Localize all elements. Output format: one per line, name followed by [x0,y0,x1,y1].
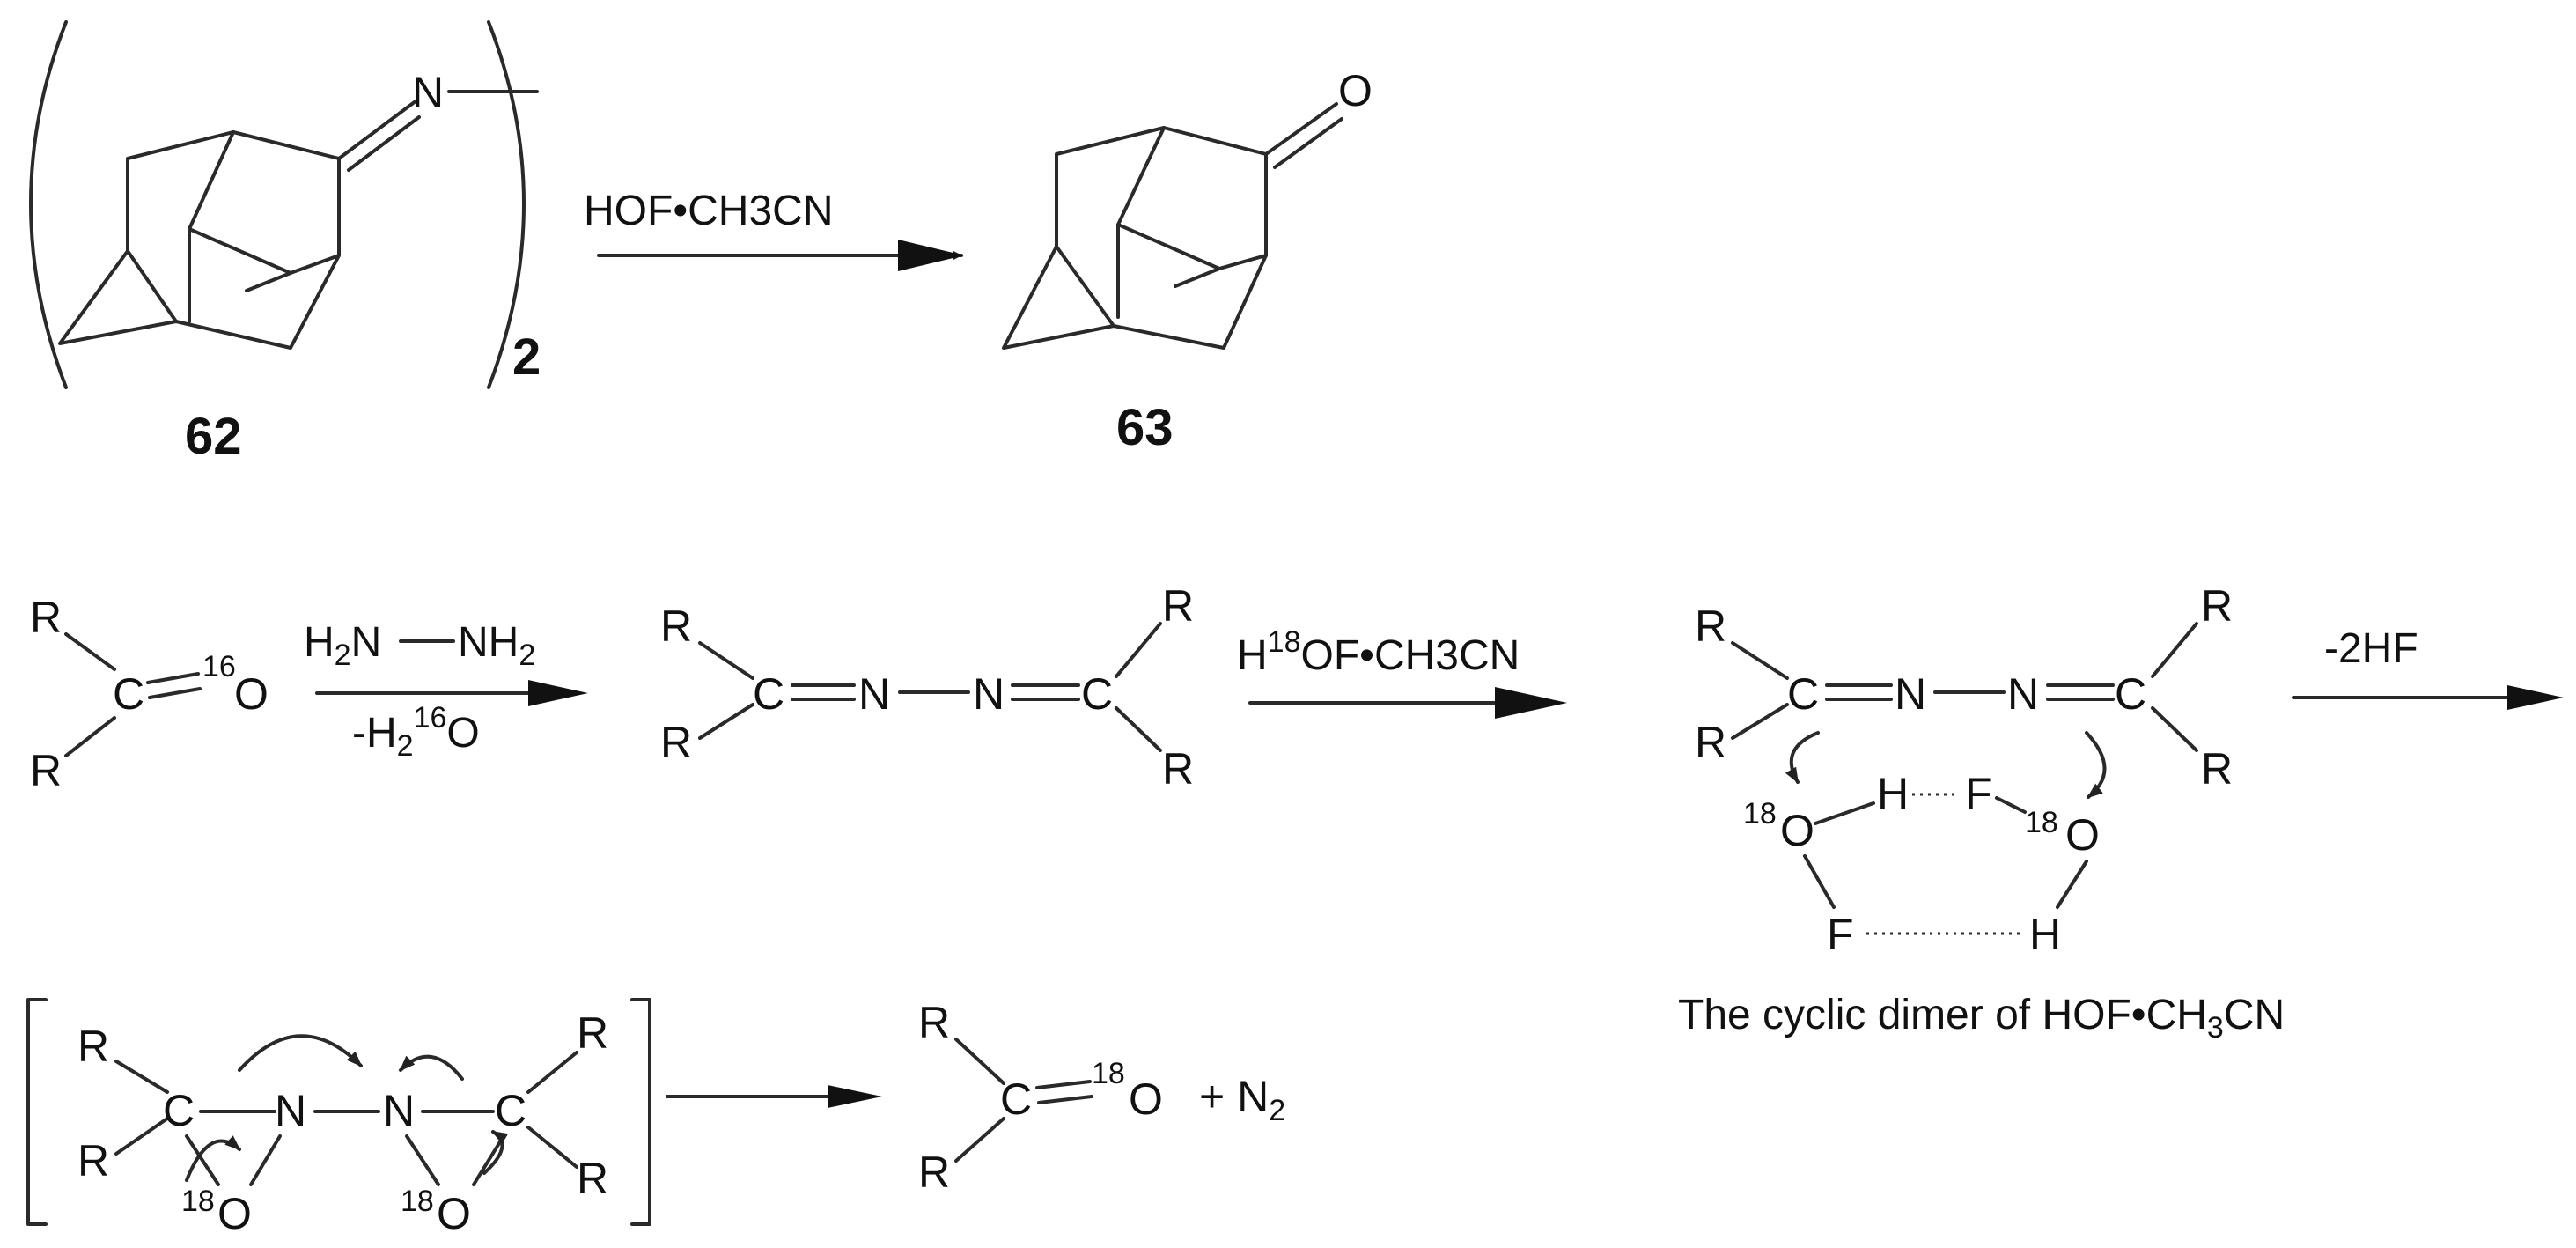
svg-text:C: C [753,669,784,719]
reaction-arrow-h18of: H18OF•CH3CN [1237,625,1567,719]
svg-text:R: R [77,1022,109,1071]
svg-text:R: R [2201,744,2233,794]
svg-text:C: C [163,1086,195,1135]
svg-text:R: R [1162,744,1194,794]
curved-arrow-right [2085,731,2107,799]
reaction-arrow-1: HOF•CH3CN [584,188,964,271]
svg-text:C: C [1787,669,1819,719]
svg-text:-2HF: -2HF [2324,625,2418,672]
labeled-ketone-product: R R C 18 O + N2 [918,998,1285,1197]
reaction-arrow-hf-loss: -2HF [2292,625,2564,710]
carbonyl-double-bond-b [1273,117,1343,169]
carbonyl-double-bond-a [1264,102,1338,156]
svg-text:O: O [437,1189,471,1238]
adamantane-skeleton [58,130,341,350]
svg-text:C: C [113,669,144,719]
svg-text:R: R [918,1148,950,1197]
svg-text:R: R [77,1136,109,1185]
svg-text:18: 18 [1092,1057,1125,1090]
svg-text:R: R [660,602,692,651]
imine-double-bond-b [347,115,421,172]
svg-text:R: R [1162,581,1194,631]
reaction-arrow-final [666,1085,882,1108]
transition-complex: R R C N N C R R 18 O H F 18 O F H The cy… [1678,581,2285,1045]
bis-oxaziridine-intermediate: R R C N N C R R 18 O 18 O [26,998,651,1238]
svg-text:O: O [2065,810,2100,860]
svg-text:C: C [495,1086,526,1135]
svg-text:R: R [577,1154,608,1203]
compound-label-62: 62 [185,408,242,465]
svg-text:N: N [2007,669,2039,719]
ketone-16o: R R C 16 O [30,593,269,795]
compound-62: N 2 62 [29,20,541,465]
svg-text:R: R [30,593,62,642]
svg-text:R: R [1695,602,1726,651]
svg-text:O: O [234,669,269,719]
svg-text:18: 18 [1743,797,1777,831]
svg-text:H18OF•CH3CN: H18OF•CH3CN [1237,625,1520,679]
svg-text:H: H [2029,910,2061,959]
svg-text:H2N: H2N [304,619,381,672]
svg-text:N: N [1895,669,1926,719]
svg-text:N: N [383,1086,415,1135]
left-bracket [29,20,68,389]
right-bracket [487,20,526,389]
svg-text:18: 18 [401,1185,434,1218]
svg-text:-H216O: -H216O [352,701,480,763]
compound-63: O 63 [1002,66,1373,456]
svg-text:R: R [577,1008,608,1058]
svg-text:C: C [2115,669,2146,719]
reagent-hof-acetonitrile: HOF•CH3CN [584,188,833,234]
carbonyl-oxygen: O [1338,66,1373,115]
svg-text:+ N2: + N2 [1199,1072,1285,1127]
imine-double-bond-a [337,100,417,160]
curved-arrow-left [1785,731,1820,784]
svg-text:R: R [1695,718,1726,767]
imine-nitrogen: N [412,68,444,117]
svg-text:N: N [275,1086,306,1135]
svg-text:18: 18 [2025,806,2058,839]
dimer-multiplier: 2 [512,329,541,386]
svg-text:R: R [30,746,62,795]
svg-text:N: N [858,669,890,719]
svg-text:O: O [1780,806,1814,855]
svg-text:16: 16 [202,650,236,683]
reaction-arrow-hydrazine: H2N NH2 -H216O [304,619,588,763]
svg-text:H: H [1877,769,1909,818]
svg-text:F: F [1827,910,1854,959]
svg-text:O: O [1129,1074,1163,1124]
svg-text:O: O [217,1189,252,1238]
caption: The cyclic dimer of HOF•CH3CN [1678,992,2285,1045]
svg-text:F: F [1965,769,1992,818]
svg-text:C: C [1081,669,1113,719]
svg-text:C: C [1000,1074,1032,1124]
svg-text:R: R [660,718,692,767]
svg-text:NH2: NH2 [458,619,535,672]
svg-text:R: R [918,998,950,1047]
svg-text:18: 18 [181,1185,215,1218]
azine: R R C N N C R R [660,581,1194,794]
svg-text:N: N [973,669,1005,719]
svg-text:R: R [2201,581,2233,631]
compound-label-63: 63 [1116,399,1174,456]
